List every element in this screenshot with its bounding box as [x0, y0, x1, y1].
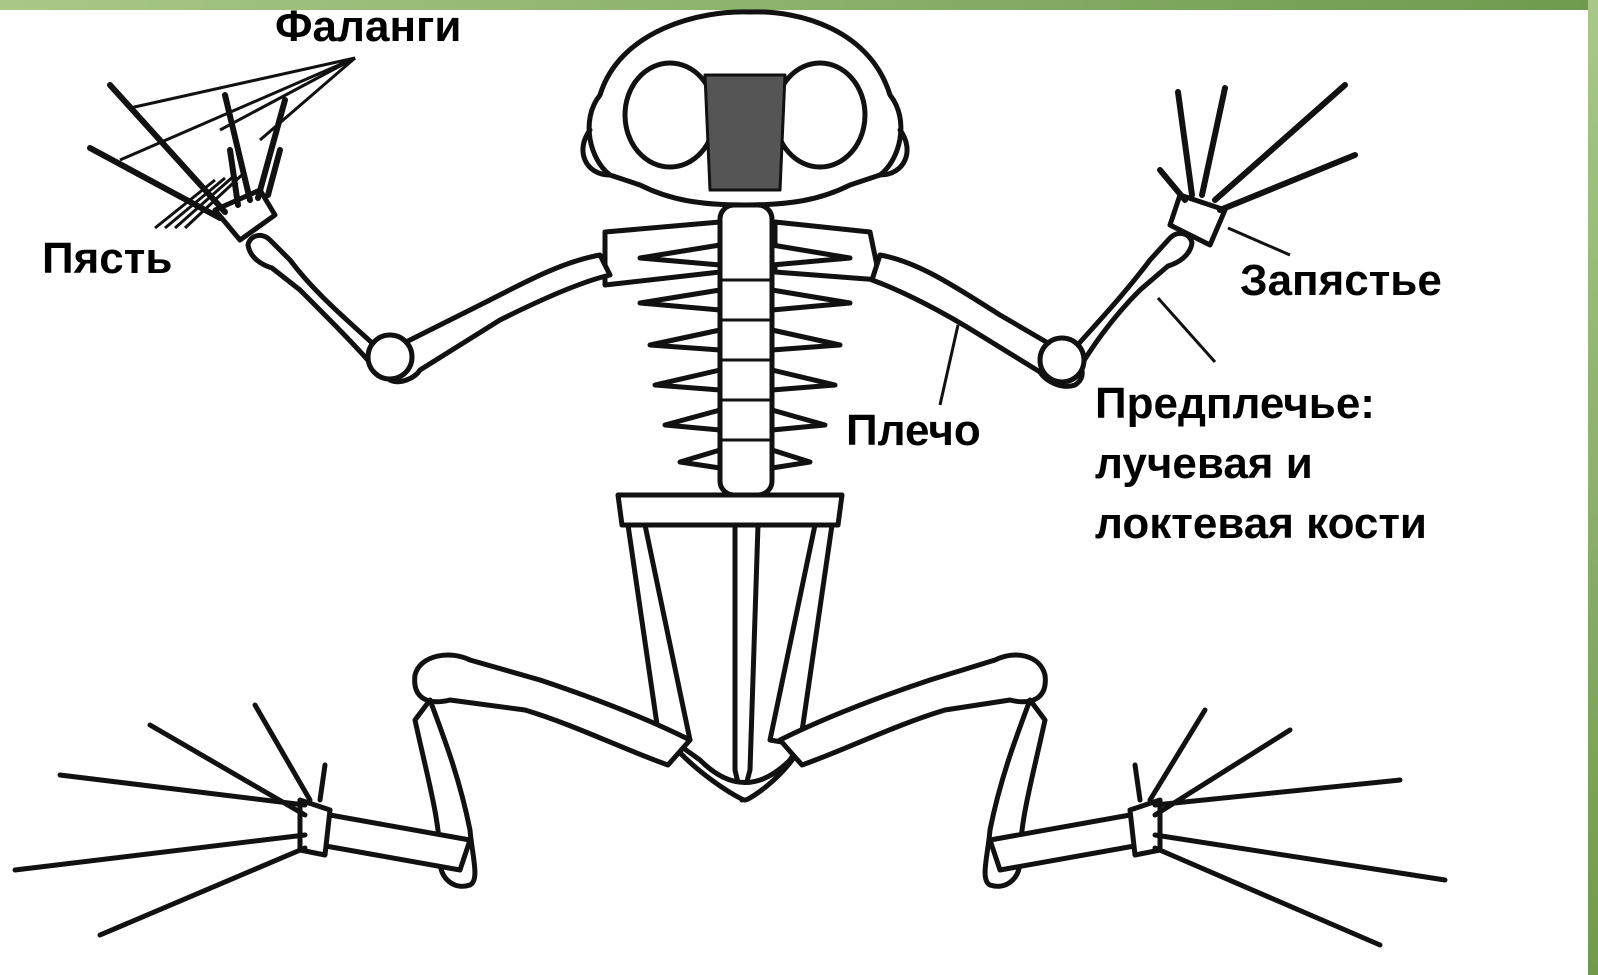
skull: [583, 12, 907, 205]
label-forearm-line3: локтевая кости: [1095, 494, 1427, 554]
leader-phalanges-4: [260, 58, 355, 140]
leader-wrist: [1228, 228, 1290, 255]
label-forearm-line1: Предплечье:: [1095, 374, 1427, 434]
leader-phalanges-1: [130, 58, 355, 108]
label-shoulder: Плечо: [846, 406, 981, 457]
label-forearm-line2: лучевая и: [1095, 434, 1427, 494]
right-arm: [872, 85, 1355, 386]
left-leg: [15, 655, 690, 935]
label-phalanges: Фаланги: [275, 2, 461, 53]
label-forearm: Предплечье: лучевая и локтевая кости: [1095, 374, 1427, 554]
leader-shoulder: [940, 325, 958, 405]
label-metacarpus: Пясть: [42, 234, 172, 285]
leader-phalanges-3: [220, 58, 355, 130]
leader-forearm: [1158, 298, 1215, 362]
label-wrist: Запястье: [1240, 256, 1442, 307]
right-leg: [780, 655, 1445, 945]
